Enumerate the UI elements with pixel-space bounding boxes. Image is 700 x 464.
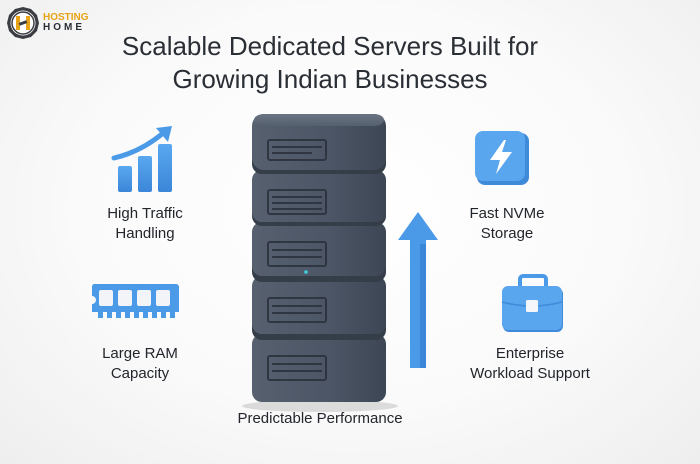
predictable-performance-caption: Predictable Performance	[237, 410, 403, 427]
brand-logo: HOSTING HOME	[6, 6, 89, 40]
briefcase-icon	[501, 274, 563, 332]
title-line-1: Scalable Dedicated Servers Built for	[121, 31, 539, 61]
server-stack-icon	[242, 114, 398, 412]
lightning-bolt-icon	[475, 131, 529, 185]
up-arrow-icon	[398, 212, 438, 368]
feature-enterprise-workload: Enterprise Workload Support	[470, 345, 590, 382]
feature-fast-nvme: Fast NVMe Storage	[469, 205, 545, 242]
bar-chart-growth-icon	[111, 126, 172, 192]
brand-name-bottom: HOME	[43, 22, 85, 33]
feature-large-ram: Large RAM Capacity	[102, 345, 178, 382]
brand-name-top: HOSTING	[43, 12, 89, 23]
page-title: Scalable Dedicated Servers Built for Gro…	[80, 30, 580, 96]
logo-badge-icon	[7, 7, 39, 39]
feature-high-traffic: High Traffic Handling	[107, 205, 183, 242]
ram-module-icon	[91, 284, 179, 318]
title-line-2: Growing Indian Businesses	[172, 64, 488, 94]
